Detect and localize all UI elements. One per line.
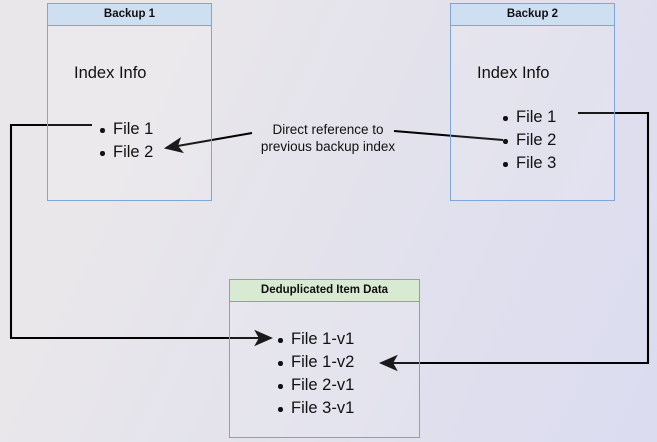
list-item: File 1	[501, 106, 556, 129]
edge-label-line-2: previous backup index	[260, 139, 396, 154]
node-backup-1[interactable]: Backup 1 Index Info File 1 File 2	[47, 3, 212, 201]
edge-label-line-1: Direct reference to	[272, 122, 384, 137]
backup-2-file-list: File 1 File 2 File 3	[501, 106, 556, 175]
node-backup-2-body: Index Info File 1 File 2 File 3	[451, 26, 614, 200]
node-deduplicated-item-data[interactable]: Deduplicated Item Data File 1-v1 File 1-…	[229, 279, 420, 438]
node-backup-1-body: Index Info File 1 File 2	[48, 26, 211, 200]
list-item: File 2-v1	[276, 374, 354, 397]
list-item: File 3	[501, 152, 556, 175]
list-item: File 1-v2	[276, 351, 354, 374]
node-backup-2[interactable]: Backup 2 Index Info File 1 File 2 File 3	[450, 3, 615, 201]
node-deduplicated-item-data-title: Deduplicated Item Data	[230, 280, 419, 302]
backup-1-file-list: File 1 File 2	[98, 118, 153, 164]
list-item: File 1	[98, 118, 153, 141]
backup-2-index-info-label: Index Info	[477, 64, 550, 82]
list-item: File 2	[501, 129, 556, 152]
backup-1-index-info-label: Index Info	[74, 64, 147, 82]
node-backup-1-title: Backup 1	[48, 4, 211, 26]
dedup-file-list: File 1-v1 File 1-v2 File 2-v1 File 3-v1	[276, 328, 354, 420]
list-item: File 2	[98, 141, 153, 164]
list-item: File 3-v1	[276, 397, 354, 420]
node-backup-2-title: Backup 2	[451, 4, 614, 26]
list-item: File 1-v1	[276, 328, 354, 351]
node-deduplicated-item-data-body: File 1-v1 File 1-v2 File 2-v1 File 3-v1	[230, 302, 419, 437]
edge-label-direct-reference: Direct reference to previous backup inde…	[248, 121, 408, 155]
